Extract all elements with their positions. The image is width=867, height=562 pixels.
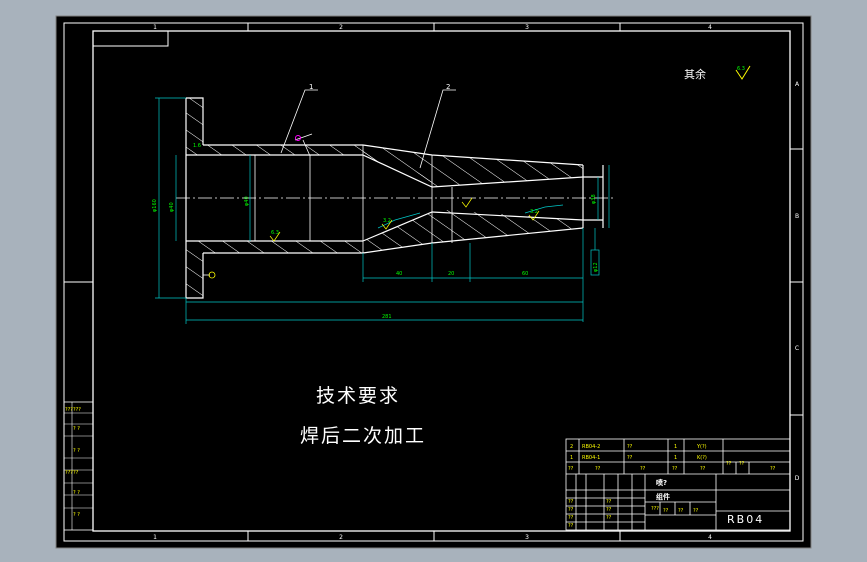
scale-cell-2: ?? [678, 508, 684, 514]
zone-labels: 1 2 3 4 1 2 3 4 A B C D [153, 24, 800, 541]
title-small-5: ?? [606, 499, 612, 505]
bom-row-2-name: ?? [627, 444, 633, 450]
lower-wall-hatch [186, 209, 583, 298]
bom-row-1-material: K(?) [697, 455, 707, 461]
roughness-mark-3: 3.2 [530, 209, 538, 215]
dimension-lines [155, 97, 610, 324]
tech-requirements-heading: 技术要求 [316, 385, 400, 407]
roughness-symbol-icon [735, 65, 751, 80]
title-small-7: ?? [606, 515, 612, 521]
dim-total: 281 [382, 314, 392, 320]
zone-top-4: 4 [708, 24, 712, 31]
dim-len-a: 40 [396, 271, 402, 277]
bom-header-8: ?? [770, 466, 776, 472]
bom-row-2-qty: 1 [674, 444, 677, 450]
datum-marker-icon [203, 271, 216, 279]
title-block-assembly: 组件 [656, 492, 670, 501]
scale-cell-3: ?? [693, 508, 699, 514]
dim-dia-bore: φ40 [169, 202, 175, 212]
zone-right-a: A [795, 81, 800, 88]
dim-len-c: 60 [522, 271, 528, 277]
model-canvas [55, 15, 812, 549]
bom-header-5: ?? [700, 466, 706, 472]
corner-tab [93, 31, 169, 47]
dim-face-size: φ12 [593, 262, 599, 272]
left-strip-cell-5: ? ? [73, 490, 80, 496]
upper-cone-hatch [363, 145, 583, 187]
roughness-note-label: 其余 [684, 67, 706, 81]
bom-row-2-no: 2 [570, 444, 573, 450]
bom-row-1-code: RB04-1 [582, 455, 600, 461]
bom-row-2-code: RB04-2 [582, 444, 600, 450]
callout-1: 1 [309, 83, 313, 91]
bom-row-2-material: Y(?) [696, 444, 707, 450]
left-strip-cell-4: ????? [65, 470, 79, 476]
title-small-6: ?? [606, 507, 612, 513]
roughness-symbols [269, 197, 540, 242]
title-block: 2 RB04-2 ?? 1 Y(?) 1 RB04-1 ?? 1 K(?) ??… [565, 438, 791, 531]
bom-header-2: ?? [595, 466, 601, 472]
title-small-4: ?? [568, 523, 574, 529]
zone-bottom-4: 4 [708, 534, 712, 541]
bom-row-1-no: 1 [570, 455, 573, 461]
zone-right-d: D [795, 475, 800, 482]
part-geometry [176, 97, 615, 299]
bom-header-7: ?? [739, 461, 745, 467]
zone-right-b: B [795, 213, 799, 220]
dim-dia-big: φ160 [152, 199, 158, 212]
scale-cell-1: ?? [663, 508, 669, 514]
left-strip-cell-6: ? ? [73, 512, 80, 518]
title-small-3: ?? [568, 515, 574, 521]
left-strip-block: ?????? ? ? ? ? ????? ? ? ? ? [63, 401, 94, 531]
zone-bottom-1: 1 [153, 534, 157, 541]
roughness-note-value: 6.3 [737, 66, 745, 72]
inner-frame [92, 30, 791, 532]
tech-requirements-line1: 焊后二次加工 [300, 425, 426, 447]
zone-top-3: 3 [525, 24, 529, 31]
bom-row-1-qty: 1 [674, 455, 677, 461]
bom-header-1: ?? [568, 466, 574, 472]
dim-dia-end: φ38 [591, 194, 597, 204]
roughness-mark-1: 6.3 [271, 230, 279, 236]
dim-dia-inner: φ40 [244, 196, 250, 206]
title-small-1: ?? [568, 499, 574, 505]
title-small-8: ??? [651, 506, 659, 512]
roughness-note: 其余 6.3 [684, 65, 751, 81]
zone-bottom-3: 3 [525, 534, 529, 541]
bom-row-1-name: ?? [627, 455, 633, 461]
left-strip-cell-1: ?????? [65, 407, 81, 413]
zone-ticks [64, 23, 803, 541]
weld-marker-icon [294, 133, 313, 157]
dimension-texts: φ160 φ40 φ40 φ38 40 20 60 281 φ12 6.3 3.… [152, 143, 599, 320]
part-callouts [280, 89, 456, 169]
flange-outline [186, 97, 204, 145]
zone-top-2: 2 [339, 24, 343, 31]
title-block-title: 喷? [656, 478, 667, 487]
title-block-drawing-no: RB04 [727, 513, 764, 526]
left-strip-cell-2: ? ? [73, 426, 80, 432]
dim-len-b: 20 [448, 271, 454, 277]
callout-2: 2 [446, 83, 450, 91]
bom-header-3: ?? [640, 466, 646, 472]
bom-header-4: ?? [672, 466, 678, 472]
zone-bottom-2: 2 [339, 534, 343, 541]
roughness-mark-2: 3.2 [383, 218, 391, 224]
title-small-2: ?? [568, 507, 574, 513]
zone-top-1: 1 [153, 24, 157, 31]
zone-right-c: C [795, 345, 799, 352]
bom-header-6: ?? [726, 461, 732, 467]
roughness-mark-4: 1.6 [193, 143, 201, 149]
left-strip-cell-3: ? ? [73, 448, 80, 454]
